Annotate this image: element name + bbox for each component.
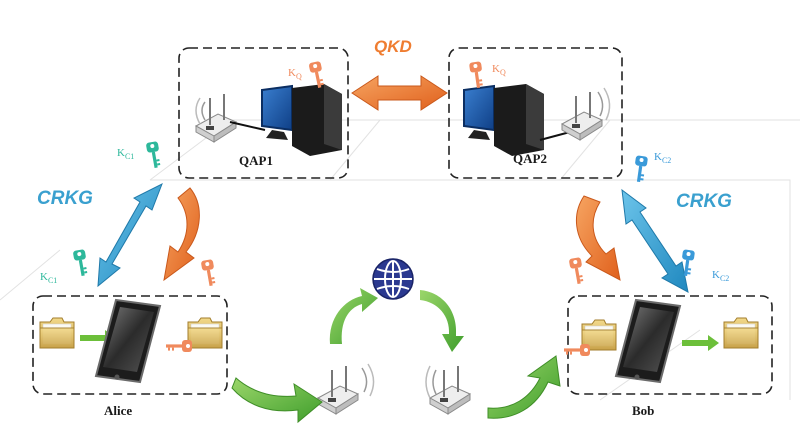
key-icon — [145, 141, 163, 169]
wifi-router-icon — [195, 93, 237, 143]
crkg-arrow-right — [621, 188, 689, 293]
qap1-cable — [229, 121, 266, 131]
large-green-arrow-left — [231, 377, 323, 424]
key-label-kq-right: KQ — [492, 63, 506, 77]
key-label-kc2-top: KC2 — [654, 151, 671, 165]
key-label-kq-left: KQ — [288, 67, 302, 81]
alice-label: Alice — [104, 403, 132, 418]
wifi-router-icon — [561, 87, 611, 141]
key-icon — [632, 155, 649, 183]
bob-box — [567, 295, 773, 395]
smartphone-icon — [615, 299, 681, 383]
crkg-label-left: CRKG — [37, 188, 93, 209]
wifi-router-icon — [317, 363, 375, 415]
qap1-box — [178, 47, 349, 179]
key-icon — [72, 249, 90, 277]
large-green-arrow-right — [487, 355, 561, 419]
bob-label: Bob — [632, 403, 654, 418]
qap2-box — [448, 47, 623, 179]
qap1-label: QAP1 — [239, 153, 273, 168]
computer-icon — [463, 84, 544, 156]
qap2-label: QAP2 — [513, 151, 547, 166]
key-icon — [308, 60, 326, 89]
key-icon — [568, 257, 586, 285]
qkd-label: QKD — [374, 37, 412, 56]
orange-curved-arrow-left — [163, 187, 200, 282]
wifi-router-icon — [425, 365, 471, 415]
folder-icon — [39, 317, 75, 349]
green-arrow-bob — [682, 335, 719, 351]
key-icon — [564, 344, 590, 356]
key-icon — [200, 259, 218, 287]
qkd-double-arrow — [351, 75, 448, 111]
green-arrow-from-globe — [420, 290, 464, 352]
globe-icon — [372, 258, 414, 300]
key-label-kc1-top: KC1 — [117, 147, 134, 161]
green-arrow-to-globe — [329, 288, 378, 344]
smartphone-icon — [95, 299, 161, 383]
crkg-label-right: CRKG — [676, 191, 732, 212]
key-label-kc2-bottom: KC2 — [712, 269, 729, 283]
alice-box — [32, 295, 228, 395]
qap2-cable — [539, 131, 571, 141]
crkg-arrow-left — [97, 182, 163, 288]
folder-icon — [187, 317, 223, 349]
computer-icon — [261, 84, 342, 156]
key-label-kc1-bottom: KC1 — [40, 271, 57, 285]
key-icon — [468, 61, 485, 89]
orange-curved-arrow-right — [575, 195, 621, 281]
key-icon — [166, 340, 192, 352]
folder-icon — [723, 317, 759, 349]
